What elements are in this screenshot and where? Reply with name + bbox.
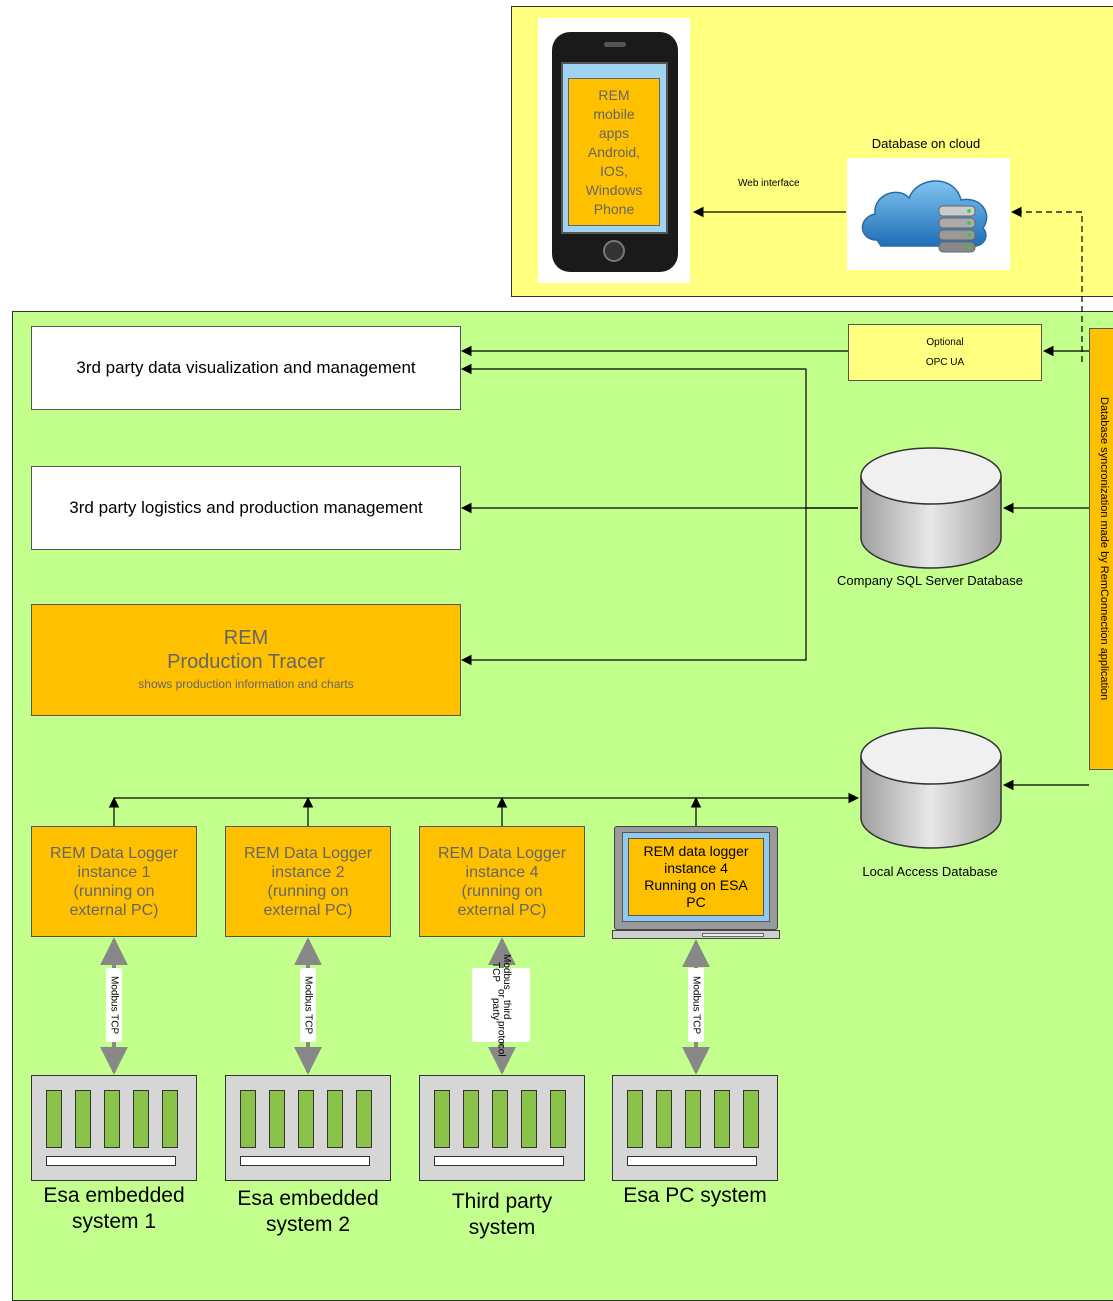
system-caption-1: Esa embedded system 1 [43, 1184, 185, 1233]
logger-box-4: REM data logger instance 4 Running on ES… [628, 838, 764, 916]
plc-rack-icon-1 [31, 1075, 197, 1181]
mobile-apps-box: REM mobile apps Android, IOS, Windows Ph… [568, 78, 660, 226]
access-database-label: Local Access Database [862, 864, 998, 879]
laptop-icon: REM data logger instance 4 Running on ES… [612, 826, 780, 940]
cloud-sync-connector [1010, 206, 1083, 362]
logger-box-3: REM Data Logger instance 4 (running on e… [419, 826, 585, 937]
plc-rack-icon-4 [612, 1075, 778, 1181]
tracer-subtitle: shows production information and charts [138, 677, 354, 691]
protocol-label-1-top: Modbus TCP [106, 968, 122, 1042]
sql-database-label: Company SQL Server Database [837, 573, 1023, 588]
sql-to-tracer-connector [460, 508, 807, 666]
sync-bar: Database syncronization made by RemConne… [1089, 328, 1113, 770]
tracer-rem: REM [223, 627, 269, 649]
access-database-icon [859, 726, 1003, 850]
protocol-label-4-top: Modbus TCP [688, 968, 704, 1042]
opc-ua-box: Optional OPC UA [848, 324, 1042, 381]
tracer-title: Production Tracer [167, 651, 325, 673]
plc-rack-icon-3 [419, 1075, 585, 1181]
logistics-box: 3rd party logistics and production manag… [31, 466, 461, 550]
cloud-database-icon [847, 158, 1010, 270]
smartphone-icon: REM mobile apps Android, IOS, Windows Ph… [538, 18, 690, 283]
cloud-db-title: Database on cloud [871, 136, 981, 151]
system-caption-3: Third party system [451, 1190, 553, 1239]
sql-database-icon [859, 446, 1003, 570]
system-caption-4: Esa PC system [623, 1184, 767, 1207]
visualization-box: 3rd party data visualization and managem… [31, 326, 461, 410]
protocol-label-3-top: Modbus TCP or third party protocol [472, 954, 530, 1056]
web-interface-label: Web interface [738, 178, 800, 189]
protocol-label-2-top: Modbus TCP [300, 968, 316, 1042]
system-caption-2: Esa embedded system 2 [237, 1187, 379, 1236]
logger-box-2: REM Data Logger instance 2 (running on e… [225, 826, 391, 937]
sql-to-visualization-connector [460, 363, 858, 509]
production-tracer-box: REM Production Tracer shows production i… [31, 604, 461, 716]
opc-ua-label: OPC UA [925, 356, 965, 368]
mobile-apps-text: REM mobile apps Android, IOS, Windows Ph… [585, 86, 643, 217]
opc-ua-optional: Optional [926, 336, 964, 348]
logger-box-1: REM Data Logger instance 1 (running on e… [31, 826, 197, 937]
sync-label: Database syncronization made by RemConne… [1098, 397, 1110, 701]
plc-rack-icon-2 [225, 1075, 391, 1181]
